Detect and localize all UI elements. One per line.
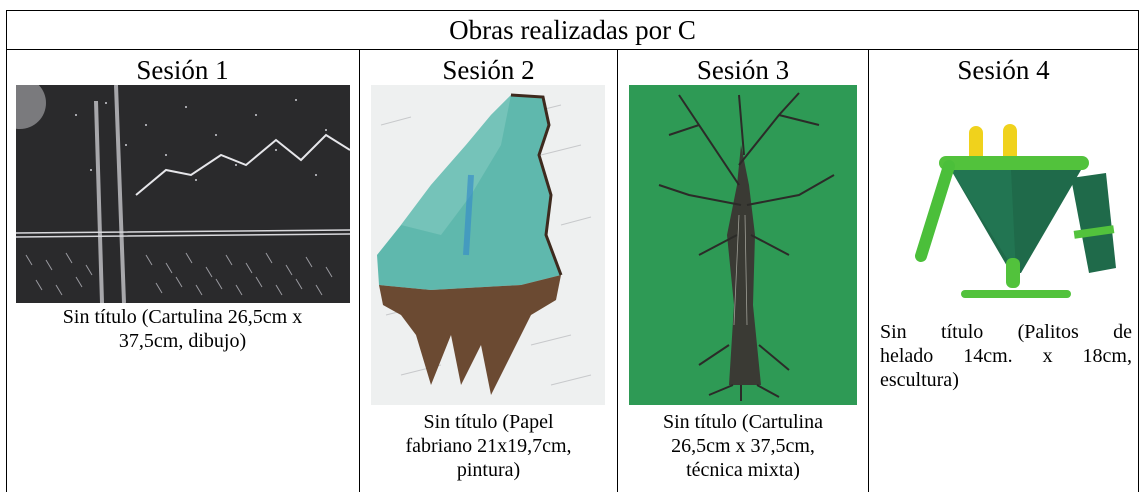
session-3-caption-line-1: Sin título (Cartulina — [663, 411, 823, 433]
session-2-header: Sesión 2 — [442, 55, 535, 85]
session-2-caption-line-3: pintura) — [456, 459, 521, 481]
title-row-divider — [6, 49, 1139, 50]
artworks-table: Obras realizadas por C Sesión 1 Sesión 2… — [6, 0, 1139, 492]
session-1-header: Sesión 1 — [136, 55, 229, 85]
session-4-caption-line-3: escultura) — [880, 369, 959, 391]
column-divider-2 — [617, 49, 618, 492]
session-3-artwork-image — [629, 85, 857, 405]
session-2-artwork-image — [371, 85, 605, 405]
session-3-caption: Sin título (Cartulina 26,5cm x 37,5cm, t… — [618, 410, 868, 482]
session-2-caption-line-2: fabriano 21x19,7cm, — [405, 435, 572, 457]
session-3-header: Sesión 3 — [696, 55, 790, 85]
session-2-caption: Sin título (Papel fabriano 21x19,7cm, pi… — [360, 410, 617, 482]
table-title: Obras realizadas por C — [449, 15, 696, 45]
session-2-caption-line-1: Sin título (Papel — [423, 411, 554, 433]
table-top-border — [6, 10, 1139, 11]
session-1-caption-line-1: Sin título (Cartulina 26,5cm x — [62, 306, 303, 328]
table-left-border — [6, 10, 7, 492]
session-1-artwork-image — [16, 85, 350, 303]
session-4-caption-line-1: Sin título (Palitos de — [880, 321, 1132, 343]
column-divider-3 — [868, 49, 869, 492]
session-4-caption-line-2: helado 14cm. x 18cm, — [880, 345, 1132, 367]
session-1-caption: Sin título (Cartulina 26,5cm x 37,5cm, d… — [6, 305, 359, 353]
session-3-caption-line-3: técnica mixta) — [686, 459, 800, 481]
session-4-header: Sesión 4 — [957, 55, 1050, 85]
session-3-caption-line-2: 26,5cm x 37,5cm, — [671, 435, 815, 457]
session-4-artwork-image — [911, 118, 1121, 308]
column-divider-1 — [359, 49, 360, 492]
session-1-caption-line-2: 37,5cm, dibujo) — [118, 330, 247, 352]
session-4-caption: Sin título (Palitos de helado 14cm. x 18… — [880, 320, 1132, 392]
